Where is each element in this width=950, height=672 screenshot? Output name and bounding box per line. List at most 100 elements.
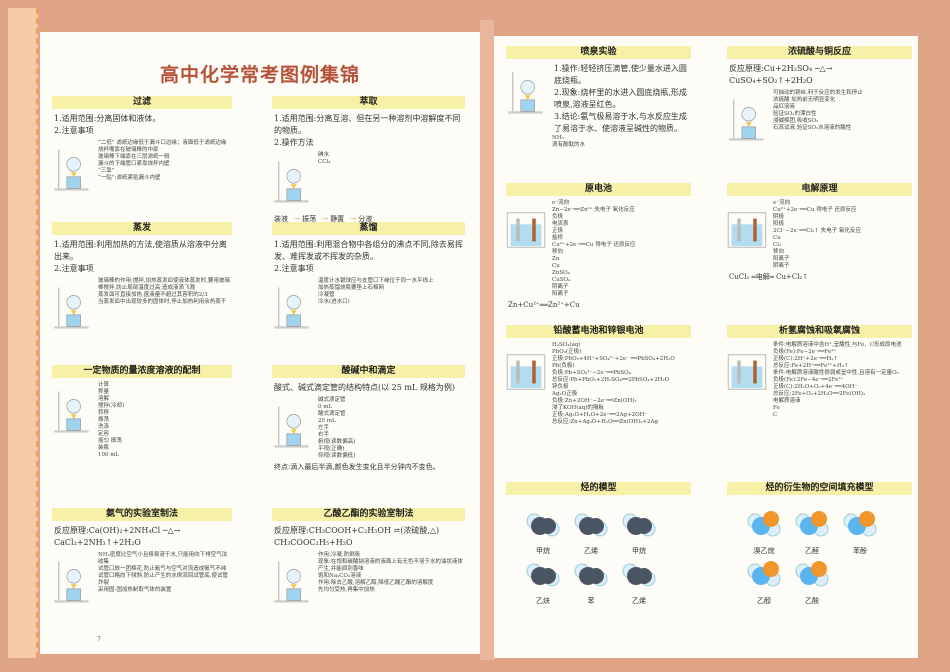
diagram-label: 正极(C):2H⁺+2e⁻══H₂↑ — [773, 356, 839, 362]
apparatus-illustration — [54, 391, 89, 433]
diagram-label: 盐桥 — [552, 235, 564, 241]
diagram-label: 转移 — [98, 410, 110, 416]
text-line: 2.现象:烧杯里的水进入圆底烧瓶,形成喷泉,溶液呈红色。 — [554, 88, 687, 109]
diagram-label: Cl₂ — [773, 242, 782, 248]
diagram: H₂SO₄(aq)PbO₂(正极)正极:PbO₂+4H⁺+SO₄²⁻+2e⁻ ═… — [506, 342, 691, 426]
diagram-label: 总反应:2Fe+O₂+2H₂O══2Fe(OH)₂ — [773, 391, 866, 397]
text-line: 1.适用范围:利用加热的方法,使溶质从溶液中分离出来。 — [54, 240, 227, 261]
diagram-label: 正极:Ag₂O+H₂O+2e⁻══2Ag+2OH⁻ — [552, 412, 648, 418]
molecule-label: 乙酸 — [805, 597, 819, 605]
diagram-label: 电流表 — [552, 221, 569, 227]
apparatus-illustration — [274, 287, 309, 329]
molecule-label: 乙炔 — [536, 597, 550, 605]
diagram-label: 饱和Na₂CO₃溶液 — [318, 573, 362, 579]
apparatus-illustration — [727, 354, 767, 390]
step-label: 装液 — [274, 215, 288, 223]
apparatus-illustration — [274, 406, 309, 448]
diagram-label: 25 mL — [318, 418, 336, 424]
molecule-grid: 溴乙烷乙醛苯酚乙醇乙酸 — [727, 499, 912, 605]
diagram-label: 搅拌(冷却) — [98, 403, 125, 409]
section-header: 烃的衍生物的空间填充模型 — [727, 482, 912, 495]
molecule-icon — [795, 511, 829, 537]
diagram-label: 可抽动的铜丝,利于反应的发生和停止 — [773, 90, 863, 96]
apparatus-illustration — [727, 212, 767, 248]
text-line: 反应原理:Cu+2H₂SO₄ ─△→ CuSO₄+SO₂↑+2H₂O — [729, 64, 833, 85]
diagram-label: 俯视(读数偏高) — [318, 439, 356, 445]
section-header: 原电池 — [506, 183, 691, 196]
diagram-label: 2Cl⁻−2e⁻══Cl₂↑ 失电子 氧化反应 — [773, 228, 862, 234]
operation-steps: 装液→ 振荡→ 静置→ 分液 — [272, 214, 465, 224]
diagram-label: 阳极 — [773, 221, 785, 227]
diagram-label: 溶解 — [98, 396, 110, 402]
diagram-label: 右手 — [318, 432, 330, 438]
molecule-label: 溴乙烷 — [753, 547, 775, 555]
diagram-label: 计算 — [98, 382, 110, 388]
diagram-label: 负极(Fe):Fe−2e⁻══Fe²⁺ — [773, 349, 837, 355]
diagram-label: 阴极 — [773, 214, 785, 220]
section-header: 蒸发 — [52, 222, 232, 235]
text-line: 2.注意事项 — [274, 264, 314, 273]
diagram-label: 平视(正确) — [318, 446, 345, 452]
section-ester: 乙酸乙酯的实验室制法反应原理:CH₃COOH+C₂H₅OH ⇌(浓硫酸,△) C… — [272, 508, 465, 612]
text-line: 2.注意事项 — [54, 264, 94, 273]
diagram: 作用:冷凝,防倒吸现象:在饱和碳酸钠溶液的液面上有无色不溶于水的油状液体产生,并… — [272, 552, 465, 612]
diagram-label: 滴有酚酞的水 — [552, 142, 586, 148]
text-line: 3.结论:氨气极易溶于水,与水反应生成了易溶于水、使溶液呈碱性的物质。 — [554, 112, 687, 133]
section-hydro: 烃的模型甲烷乙烯甲烷乙炔苯乙烯 — [506, 482, 691, 605]
diagram-label: 左手 — [318, 425, 330, 431]
binding-edge — [8, 8, 38, 658]
diagram-label: 品红溶液 — [773, 104, 796, 110]
diagram-label: 玻璃棒下端靠在三层滤纸一侧 — [98, 154, 170, 160]
molecule-icon — [574, 513, 608, 537]
apparatus-illustration — [729, 99, 764, 141]
diagram-label: Cu — [773, 235, 781, 241]
molecule-model: 乙烯 — [566, 509, 616, 557]
diagram-label: 加热蒸馏烧瓶要垫上石棉网 — [318, 285, 385, 291]
diagram-label: 采用固-固加热制取气体的装置 — [98, 587, 172, 593]
diagram-label: 条件:电解质溶液中含H⁺,呈酸性,与Fe、C形成原电池 — [773, 342, 902, 348]
step-label: 分液 — [358, 215, 373, 223]
diagram-label: 当蒸发皿中出现较多的固体时,停止加热利用余热蒸干 — [98, 299, 227, 305]
diagram-label: 玻璃棒的作用:搅拌,加热蒸发皿使液体蒸发时,要用玻璃棒搅拌,防止局部温度过高,造… — [98, 278, 230, 291]
molecule-icon — [622, 563, 656, 587]
diagram-label: 浸碱棉团,吸收SO₂ — [773, 118, 819, 124]
molecule-label: 甲烷 — [536, 547, 550, 555]
diagram-label: 冷凝管 — [318, 292, 335, 298]
molecule-model: 乙烯 — [614, 559, 664, 607]
diagram-label: 总反应:Pb+PbO₂+2H₂SO₄══2PbSO₄+2H₂O — [552, 377, 670, 383]
diagram-label: 阴离子 — [773, 263, 790, 269]
diagram: 温度计水银球应与支管口下缘位于同一水平线上加热蒸馏烧瓶要垫上石棉网冷凝管冷水(进… — [272, 278, 465, 338]
diagram-label: 先均匀受热,再集中加热 — [318, 587, 375, 593]
diagram-label: 碱式滴定管 — [318, 397, 346, 403]
molecule-model: 苯 — [566, 559, 616, 607]
section-header: 电解原理 — [727, 183, 912, 196]
section-ammonia: 氨气的实验室制法反应原理:Ca(OH)₂+2NH₄Cl ─△→ CaCl₂+2N… — [52, 508, 232, 612]
diagram-label: 正极:PbO₂+4H⁺+SO₄²⁻+2e⁻ ══PbSO₄+2H₂O — [552, 356, 675, 362]
diagram-label: Pb(负极) — [552, 363, 575, 369]
diagram: 玻璃棒的作用:搅拌,加热蒸发皿使液体蒸发时,要用玻璃棒搅拌,防止局部温度过高,造… — [52, 278, 232, 338]
diagram-label: 酸式滴定管 — [318, 411, 346, 417]
diagram-label: Cu²⁺+2e⁻══Cu 得电子 还原反应 — [773, 207, 857, 213]
molecule-label: 乙醛 — [805, 547, 819, 555]
section-evap: 蒸发 1.适用范围:利用加热的方法,使溶质从溶液中分离出来。 2.注意事项玻璃棒的作… — [52, 222, 232, 338]
diagram-label: e⁻流向 — [552, 200, 570, 206]
molecule-icon — [526, 563, 560, 587]
right-page — [494, 36, 918, 658]
diagram-label: “三靠” — [98, 168, 115, 174]
text-line: 1.适用范围:分离固体和液体。 — [54, 114, 161, 123]
diagram: 条件:电解质溶液中含H⁺,呈酸性,与Fe、C形成原电池负极(Fe):Fe−2e⁻… — [727, 342, 912, 419]
diagram-label: 阴离子 — [552, 284, 569, 290]
diagram-label: Cu — [552, 263, 560, 269]
diagram-label: ZnSO₄ — [552, 270, 570, 276]
diagram: 可抽动的铜丝,利于反应的发生和停止浓硫酸 加热前无明显变化品红溶液验证SO₂的漂… — [727, 90, 912, 150]
molecule-model: 溴乙烷 — [739, 509, 789, 557]
molecule-label: 苯酚 — [853, 547, 867, 555]
section-prep: 一定物质的量浓度溶液的配制计算称量溶解搅拌(冷却)转移振荡洗涤定容摇匀 振荡装瓶… — [52, 365, 232, 459]
diagram-label: 碘水 — [318, 152, 330, 158]
